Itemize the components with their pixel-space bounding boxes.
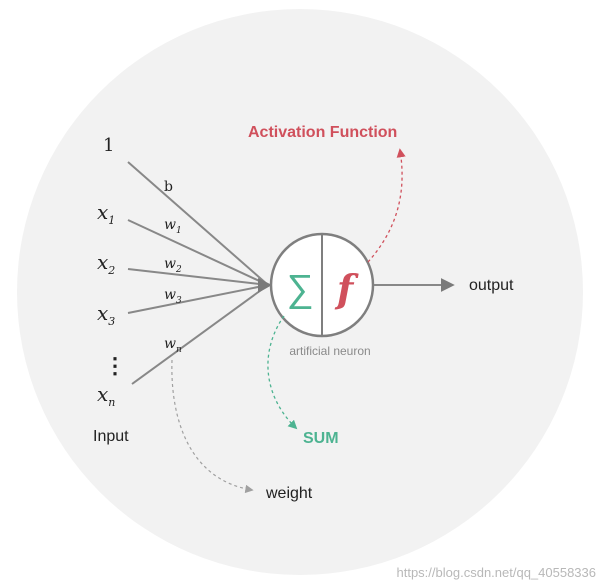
x3-label: x3 <box>97 301 115 328</box>
w2-symbol: w <box>164 256 176 272</box>
weight-dashed-arrow <box>171 359 254 494</box>
x2-label: x2 <box>97 250 115 277</box>
x1-connection-line <box>127 219 269 286</box>
w2-subscript: 2 <box>175 265 182 275</box>
watermark-text: https://blog.csdn.net/qq_40558336 <box>397 565 597 580</box>
activation-function-label: Activation Function <box>248 124 397 141</box>
artificial-neuron: ∑ f artificial neuron <box>269 232 375 358</box>
neuron-caption: artificial neuron <box>289 344 370 358</box>
w3-label: w3 <box>164 287 182 306</box>
bias-input-label: 1 <box>103 135 114 156</box>
w2-label: w2 <box>164 256 182 275</box>
x2-connection-line <box>127 268 269 286</box>
w1-label: w1 <box>164 217 182 236</box>
w3-subscript: 3 <box>176 296 182 306</box>
x2-subscript: 2 <box>107 264 115 277</box>
x1-label: x1 <box>97 200 115 227</box>
input-connections <box>127 161 269 385</box>
sum-dashed-arrow <box>267 315 298 430</box>
input-arrowhead <box>258 278 272 293</box>
w1-symbol: w <box>164 217 176 233</box>
x3-symbol: x <box>97 301 108 325</box>
x1-symbol: x <box>97 200 108 224</box>
input-labels: 1 x1 x2 x3 ⋮ xn Input <box>93 135 129 445</box>
ellipsis-label: ⋮ <box>104 353 126 379</box>
bias-weight-label: b <box>164 179 173 195</box>
x1-subscript: 1 <box>108 214 115 227</box>
x3-subscript: 3 <box>108 315 115 328</box>
wn-subscript: n <box>176 345 182 355</box>
wn-symbol: w <box>164 336 176 352</box>
xn-connection-line <box>131 284 269 385</box>
x2-symbol: x <box>97 250 108 274</box>
sum-symbol: ∑ <box>286 268 313 310</box>
xn-label: xn <box>97 382 115 409</box>
w1-subscript: 1 <box>176 226 182 236</box>
xn-subscript: n <box>108 396 115 409</box>
sum-label: SUM <box>303 430 339 447</box>
x3-connection-line <box>127 284 269 314</box>
xn-symbol: x <box>97 382 108 406</box>
wn-label: wn <box>164 336 182 355</box>
weight-label: weight <box>265 485 313 502</box>
w3-symbol: w <box>164 287 176 303</box>
output-label: output <box>469 277 514 294</box>
input-caption: Input <box>93 428 129 445</box>
activation-dashed-arrow <box>367 148 406 263</box>
bias-connection-line <box>127 161 269 286</box>
weight-labels: b w1 w2 w3 wn <box>164 179 182 355</box>
